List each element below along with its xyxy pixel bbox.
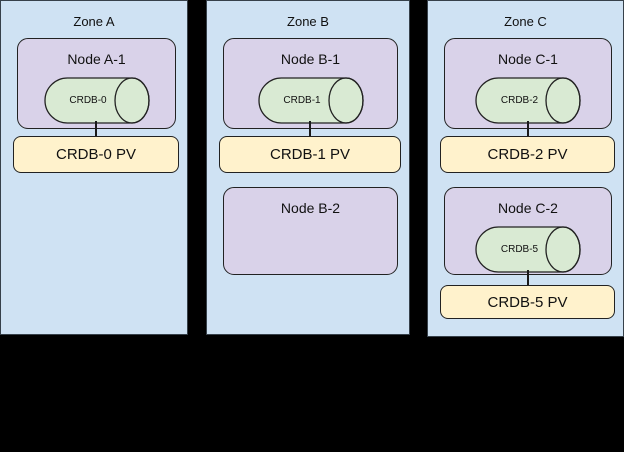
node-a-1-label: Node A-1	[67, 51, 126, 67]
crdb-2-cylinder: CRDB-2	[475, 77, 581, 124]
crdb-1-label: CRDB-1	[283, 95, 321, 106]
zone-a: Zone A Node A-1 CRDB-0 CRDB-0 PV	[0, 0, 188, 335]
database-cylinder-icon	[257, 77, 364, 124]
node-b-1-label: Node B-1	[280, 51, 341, 67]
node-b-1: Node B-1 CRDB-1	[223, 38, 398, 129]
crdb-1-pv-label: CRDB-1 PV	[269, 146, 351, 163]
connector-line	[95, 121, 97, 136]
connector-line	[526, 270, 529, 285]
node-b-2-label: Node B-2	[280, 200, 341, 216]
connector-line	[309, 121, 311, 136]
database-cylinder-icon	[475, 226, 581, 273]
zone-b: Zone B Node B-1 CRDB-1 CRDB-1 PV Node B-…	[206, 0, 410, 335]
crdb-0-pv-label: CRDB-0 PV	[55, 146, 137, 163]
crdb-2-label: CRDB-2	[500, 95, 539, 106]
database-cylinder-icon	[43, 77, 150, 124]
crdb-5-label: CRDB-5	[500, 244, 539, 255]
zone-a-label: Zone A	[73, 14, 115, 29]
crdb-1-pv: CRDB-1 PV	[219, 136, 401, 173]
crdb-5-cylinder: CRDB-5	[475, 226, 581, 273]
zone-c-label: Zone C	[504, 14, 547, 29]
crdb-5-pv: CRDB-5 PV	[440, 285, 615, 319]
crdb-0-cylinder: CRDB-0	[43, 77, 150, 124]
database-cylinder-icon	[475, 77, 581, 124]
node-c-1-label: Node C-1	[498, 51, 558, 67]
node-c-2: Node C-2 CRDB-5	[444, 187, 612, 275]
node-b-2: Node B-2	[223, 187, 398, 275]
crdb-2-pv: CRDB-2 PV	[440, 136, 615, 173]
node-a-1: Node A-1 CRDB-0	[17, 38, 176, 129]
node-c-2-label: Node C-2	[498, 200, 558, 216]
crdb-1-cylinder: CRDB-1	[257, 77, 364, 124]
connector-line	[526, 121, 529, 136]
crdb-2-pv-label: CRDB-2 PV	[487, 146, 568, 163]
zone-b-label: Zone B	[287, 14, 329, 29]
crdb-0-label: CRDB-0	[69, 95, 107, 106]
node-c-1: Node C-1 CRDB-2	[444, 38, 612, 129]
crdb-0-pv: CRDB-0 PV	[13, 136, 179, 173]
crdb-5-pv-label: CRDB-5 PV	[487, 293, 568, 311]
zone-c: Zone C Node C-1 CRDB-2 CRDB-2 PV Node C-…	[427, 0, 624, 337]
